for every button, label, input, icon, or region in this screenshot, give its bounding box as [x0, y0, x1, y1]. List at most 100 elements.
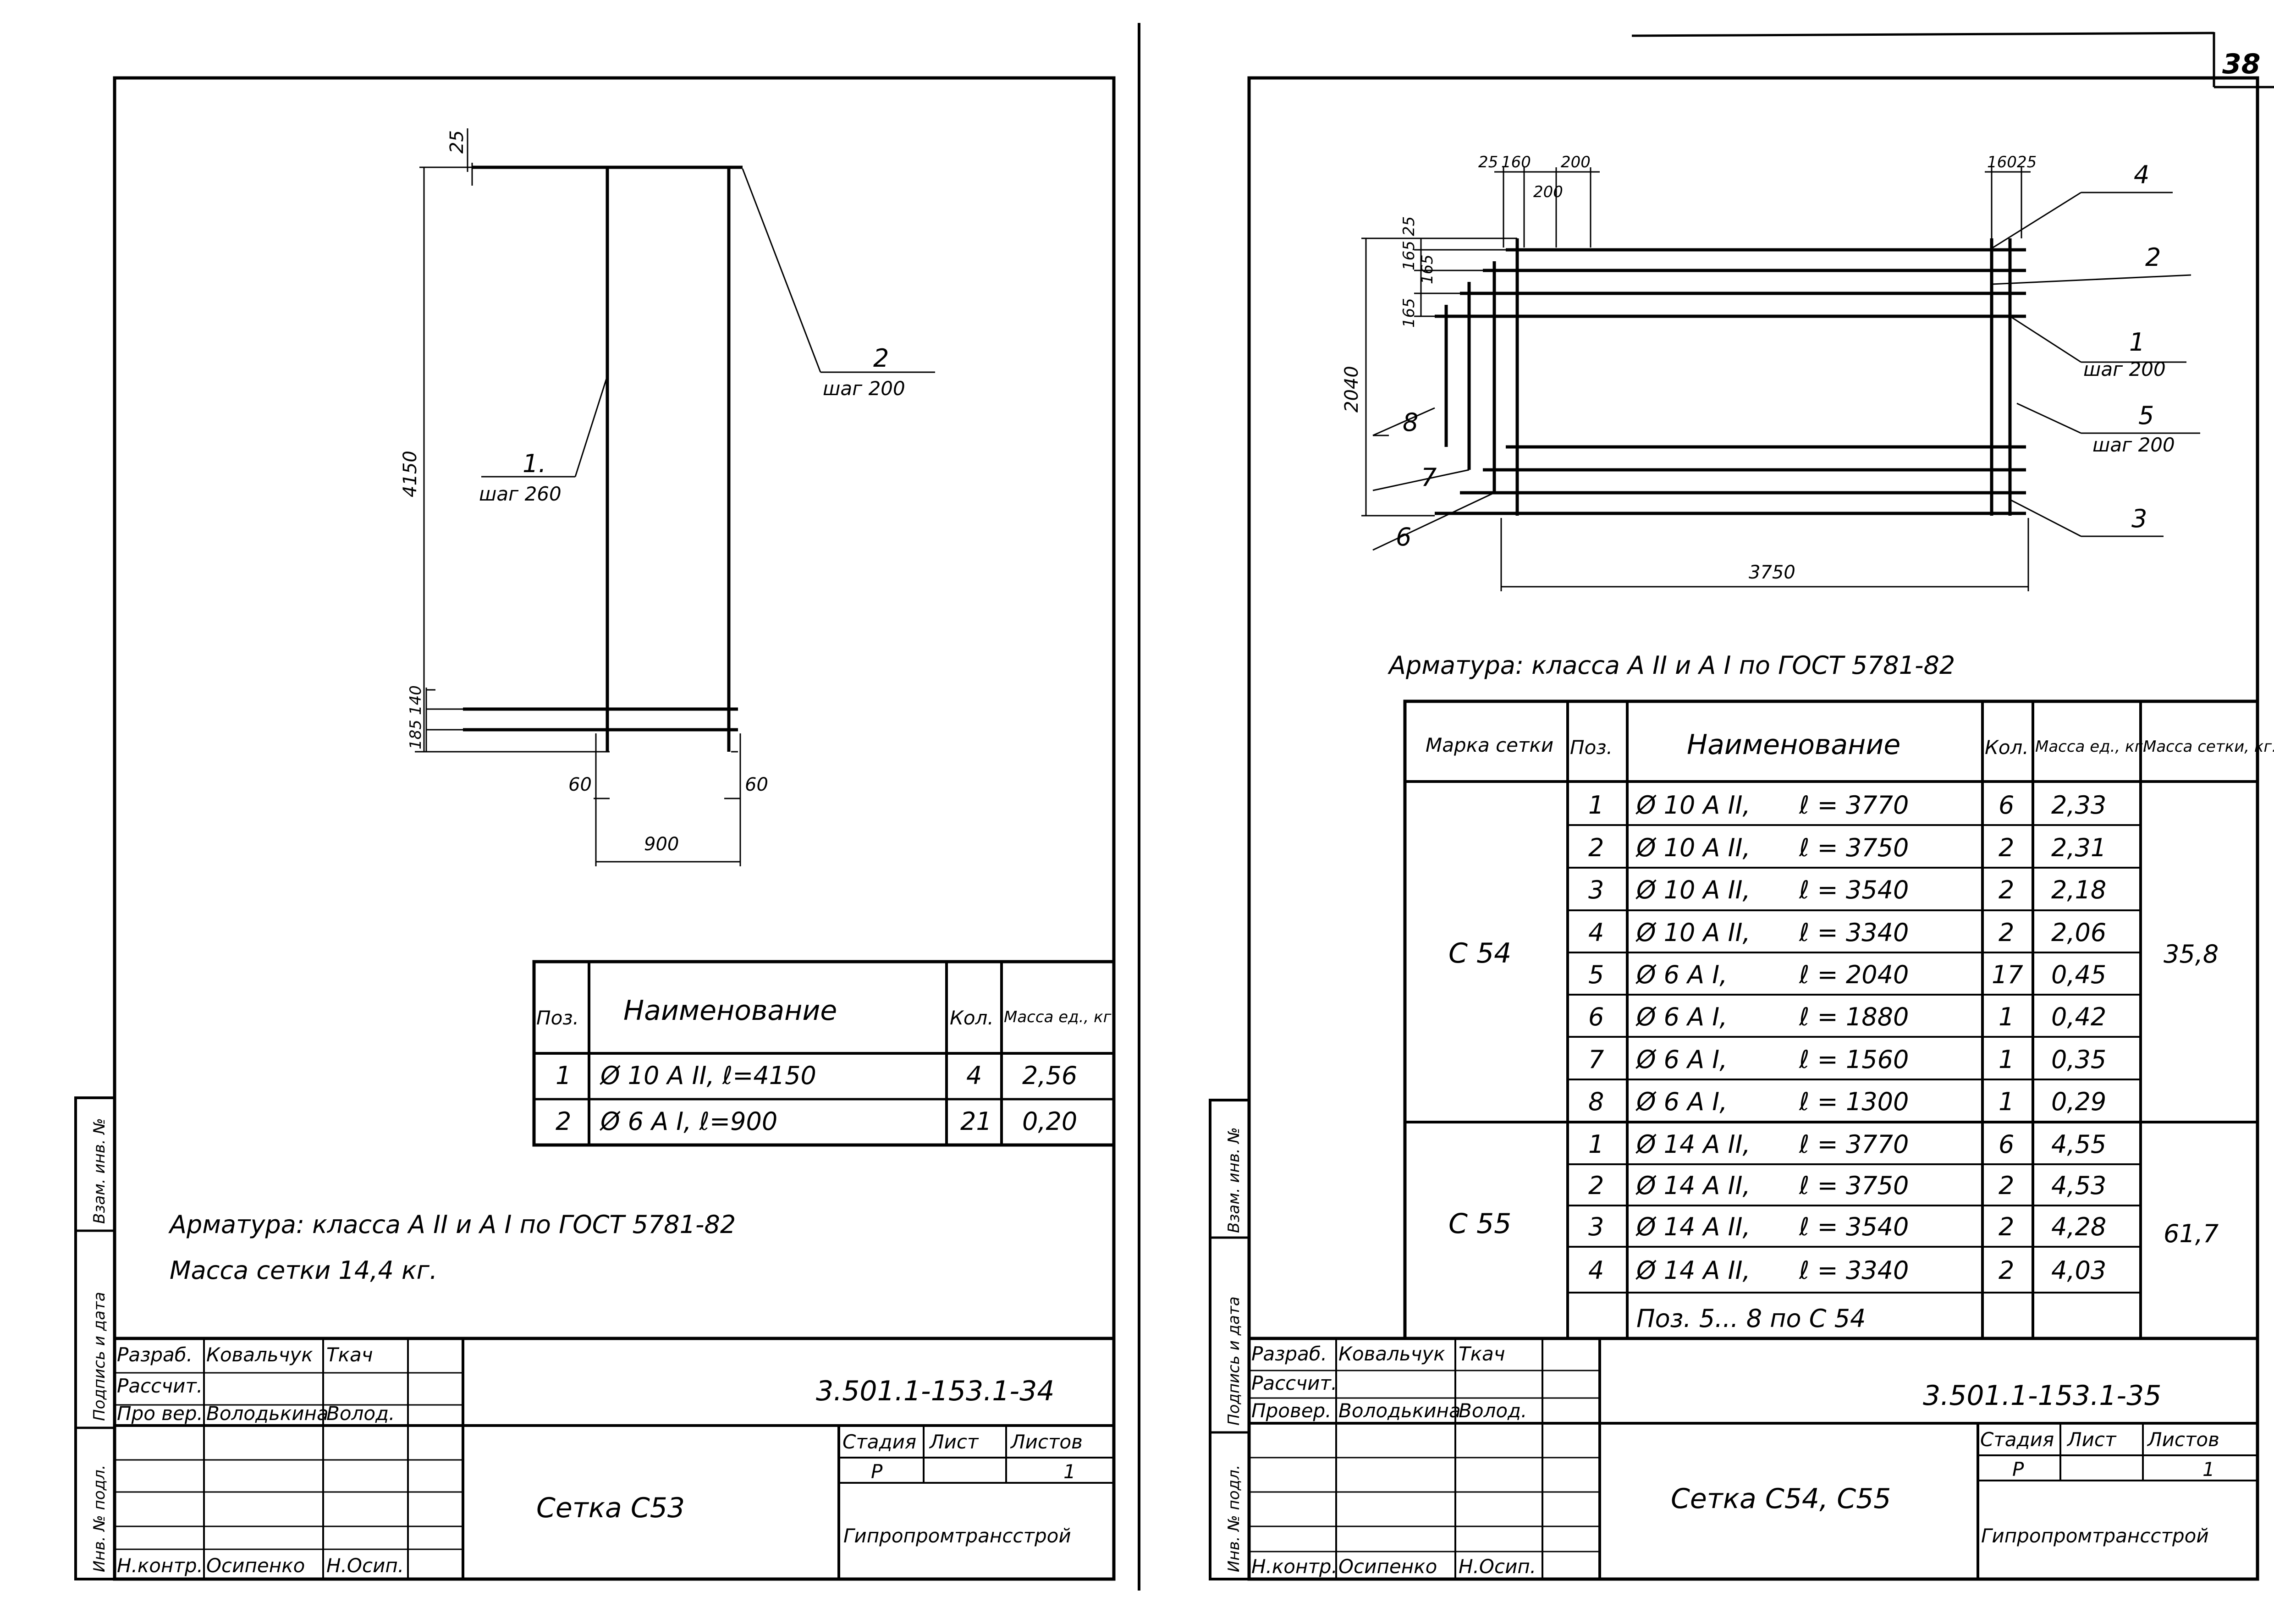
right-mesh-drawing [1361, 167, 2200, 591]
spec-row-name: Ø 6 А I, ℓ=900 [600, 1107, 777, 1136]
side-stamp-inv: Инв. № подл. [1225, 1464, 1243, 1572]
spec-row-mass: 2,56 [1022, 1061, 1077, 1090]
page-number: 38 [2222, 48, 2261, 80]
table-row-qty: 2 [1999, 1212, 2014, 1241]
dim-top-200: 200 [1561, 153, 1591, 171]
table-row-pos: 8 [1588, 1087, 1604, 1116]
callout-pos-2: 2 [2145, 243, 2161, 272]
stamp-role-normcontrol: Н.контр. [1251, 1555, 1338, 1578]
side-stamp-replace-inv: Взам. инв. № [90, 1118, 109, 1224]
table-row-qty: 17 [1992, 960, 2023, 989]
table-row-name: Ø 14 А II, [1635, 1171, 1751, 1200]
stamp-role-checker: Про вер. [117, 1402, 203, 1425]
table-row-name: Ø 10 А II, [1635, 791, 1751, 820]
dim-3750: 3750 [1749, 562, 1795, 583]
stamp-role-checker: Провер. [1251, 1399, 1332, 1422]
dim-top-right-25: 25 [2017, 153, 2037, 171]
table-row-qty: 1 [1999, 1002, 2014, 1031]
right-title-block [1247, 1337, 2259, 1581]
dim-4150: 4150 [400, 451, 421, 497]
dim-25: 25 [446, 130, 468, 154]
stamp-sheets-value: 1 [1063, 1460, 1076, 1483]
table-row-mass: 4,55 [2051, 1130, 2106, 1159]
stamp-role-calc: Рассчит. [1251, 1372, 1337, 1394]
dim-top-200-inner: 200 [1533, 183, 1563, 201]
stamp-stage-value: Р [2012, 1458, 2024, 1481]
spec-row-qty: 4 [966, 1061, 982, 1090]
table-row-name: Ø 10 А II, [1635, 875, 1751, 904]
stamp-organization: Гипропромтрансстрой [843, 1525, 1071, 1547]
stamp-sheets-value: 1 [2202, 1458, 2215, 1481]
table-row-mass: 2,33 [2051, 791, 2106, 820]
left-mesh-drawing [415, 128, 935, 866]
table-header-name: Наименование [1687, 729, 1900, 761]
table-row-qty: 2 [1999, 918, 2014, 947]
table-row-qty: 6 [1999, 1130, 2014, 1159]
side-stamp-replace-inv: Взам. инв. № [1225, 1127, 1243, 1233]
left-note-mass: Масса сетки 14,4 кг. [170, 1256, 437, 1285]
left-title-block [113, 1337, 1116, 1581]
callout-pos-6: 6 [1396, 523, 1411, 551]
table-row-pos: 1 [1588, 791, 1604, 820]
stamp-sign-checker: Волод. [326, 1402, 395, 1425]
table-row-length: ℓ = 1300 [1799, 1087, 1909, 1116]
table-row-qty: 2 [1999, 833, 2014, 862]
table-header-mass: Масса ед., кг. [2035, 738, 2147, 756]
stamp-name-normcontrol: Осипенко [1338, 1555, 1437, 1578]
spec-header-qty: Кол. [950, 1007, 994, 1029]
stamp-document-code: 3.501.1-153.1-35 [1923, 1380, 2161, 1412]
dim-185: 185 [407, 720, 425, 749]
spec-row-pos: 2 [556, 1107, 571, 1136]
stamp-name-checker: Володькина [1338, 1399, 1461, 1422]
stamp-name-normcontrol: Осипенко [206, 1554, 305, 1577]
table-row-length: ℓ = 3770 [1799, 791, 1909, 820]
table-header-mark: Марка сетки [1426, 734, 1553, 756]
table-row-qty: 1 [1999, 1045, 2014, 1074]
stamp-organization: Гипропромтрансстрой [1981, 1525, 2209, 1547]
callout-pos-5-step: шаг 200 [2092, 434, 2175, 456]
callout-pos-8: 8 [1403, 408, 1418, 437]
table-row-qty: 1 [1999, 1087, 2014, 1116]
dim-top-right-160: 160 [1987, 153, 2017, 171]
left-note-reinforcement: Арматура: класса А II и А I по ГОСТ 5781… [168, 1210, 736, 1239]
table-row-mass: 2,18 [2051, 875, 2106, 904]
left-spec-table [532, 960, 1116, 1147]
stamp-drawing-title: Сетка С54, С55 [1671, 1483, 1891, 1515]
stamp-role-developer: Разраб. [117, 1343, 193, 1366]
dim-top-25: 25 [1478, 153, 1498, 171]
stamp-role-developer: Разраб. [1251, 1343, 1327, 1365]
table-row-pos: 5 [1588, 960, 1604, 989]
table-row-name: Ø 6 А I, [1635, 960, 1727, 989]
table-row-pos: 2 [1588, 833, 1604, 862]
spec-header-name: Наименование [623, 995, 837, 1027]
mesh-mark-c54: С 54 [1448, 937, 1511, 969]
mesh-mark-c55: С 55 [1448, 1208, 1511, 1240]
dim-60-right: 60 [745, 774, 768, 795]
table-row-pos: 2 [1588, 1171, 1604, 1200]
table-row-mass: 4,53 [2051, 1171, 2106, 1200]
callout-pos-1: 1 [2129, 328, 2145, 357]
side-stamp-sign-date: Подпись и дата [1225, 1296, 1243, 1426]
stamp-header-sheet: Лист [929, 1431, 979, 1453]
table-row-qty: 2 [1999, 1171, 2014, 1200]
stamp-drawing-title: Сетка С53 [536, 1492, 685, 1524]
stamp-name-checker: Володькина [206, 1402, 329, 1425]
table-row-mass: 0,42 [2051, 1002, 2106, 1031]
stamp-name-developer: Ковальчук [206, 1343, 313, 1366]
stamp-header-sheets: Листов [2147, 1428, 2219, 1451]
table-header-mesh-mass: Масса сетки, кг. [2143, 738, 2274, 756]
callout-pos-2-step: шаг 200 [823, 377, 905, 400]
table-row-name: Ø 6 А I, [1635, 1087, 1727, 1116]
top-edge-line [1631, 32, 2214, 37]
side-stamp-sign-date: Подпись и дата [90, 1292, 109, 1421]
callout-pos-1-step: шаг 200 [2083, 358, 2166, 380]
table-row-pos: 4 [1588, 918, 1604, 947]
table-row-length: ℓ = 1560 [1799, 1045, 1909, 1074]
mesh-mass-c54: 35,8 [2164, 940, 2219, 969]
dim-vert-165-c: 165 [1400, 298, 1418, 328]
stamp-header-sheet: Лист [2066, 1428, 2117, 1451]
table-header-pos: Поз. [1570, 736, 1613, 759]
table-row-mass: 4,28 [2051, 1212, 2106, 1241]
stamp-header-sheets: Листов [1010, 1431, 1083, 1453]
